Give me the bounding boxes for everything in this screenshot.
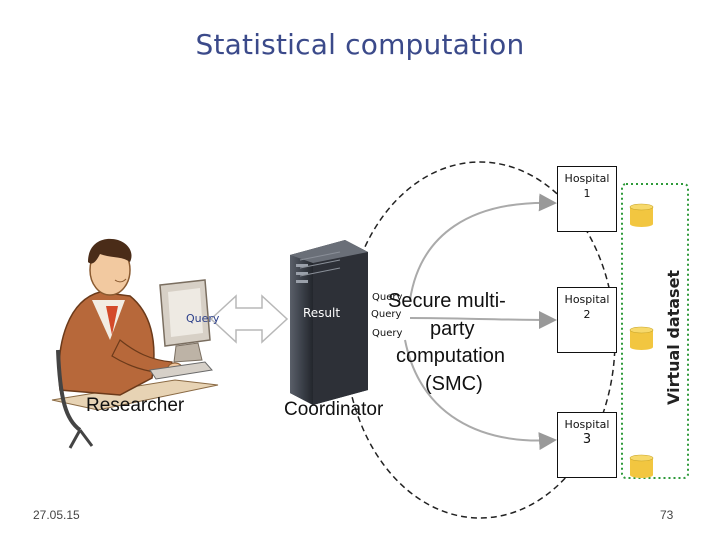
researcher-label: Researcher [86, 395, 185, 416]
smc-line-3: computation [396, 345, 505, 367]
footer-date: 27.05.15 [33, 508, 80, 522]
researcher-query-label: Query [186, 312, 220, 325]
virtual-dataset-box [621, 183, 689, 479]
arrow-to-hospital-2 [409, 310, 557, 329]
hospital-1-name: Hospital [564, 172, 610, 185]
result-label: Result [303, 306, 341, 320]
hospital-1-number: 1 [583, 187, 591, 200]
arrow-to-hospital-1 [409, 193, 557, 301]
server-icon [290, 240, 368, 405]
smc-line-2: party [430, 318, 475, 340]
database-icon-2 [629, 326, 654, 350]
query-label-1: Query [372, 292, 403, 303]
hospital-3-number: 3 [582, 432, 592, 447]
virtual-dataset-label: Virtual dataset [664, 269, 683, 405]
query-label-3: Query [372, 328, 403, 339]
coordinator-label: Coordinator [284, 399, 384, 420]
smc-line-4: (SMC) [425, 373, 483, 395]
hospital-2-box: Hospital 2 [557, 287, 617, 353]
hospital-2-name: Hospital [564, 293, 610, 306]
page-number: 73 [660, 508, 674, 522]
database-icon-1 [629, 203, 654, 227]
hospital-3-name: Hospital [564, 418, 610, 431]
hospital-2-number: 2 [583, 308, 591, 321]
researcher-illustration [51, 238, 219, 449]
hospital-1-box: Hospital 1 [557, 166, 617, 232]
hospital-3-box: Hospital 3 [557, 412, 617, 478]
smc-line-1: Secure multi- [388, 290, 506, 312]
slide-title: Statistical computation [195, 28, 525, 61]
arrow-to-hospital-3 [404, 339, 557, 451]
database-icon-3 [629, 454, 654, 478]
query-label-2: Query [371, 309, 402, 320]
query-double-arrow [209, 294, 289, 344]
